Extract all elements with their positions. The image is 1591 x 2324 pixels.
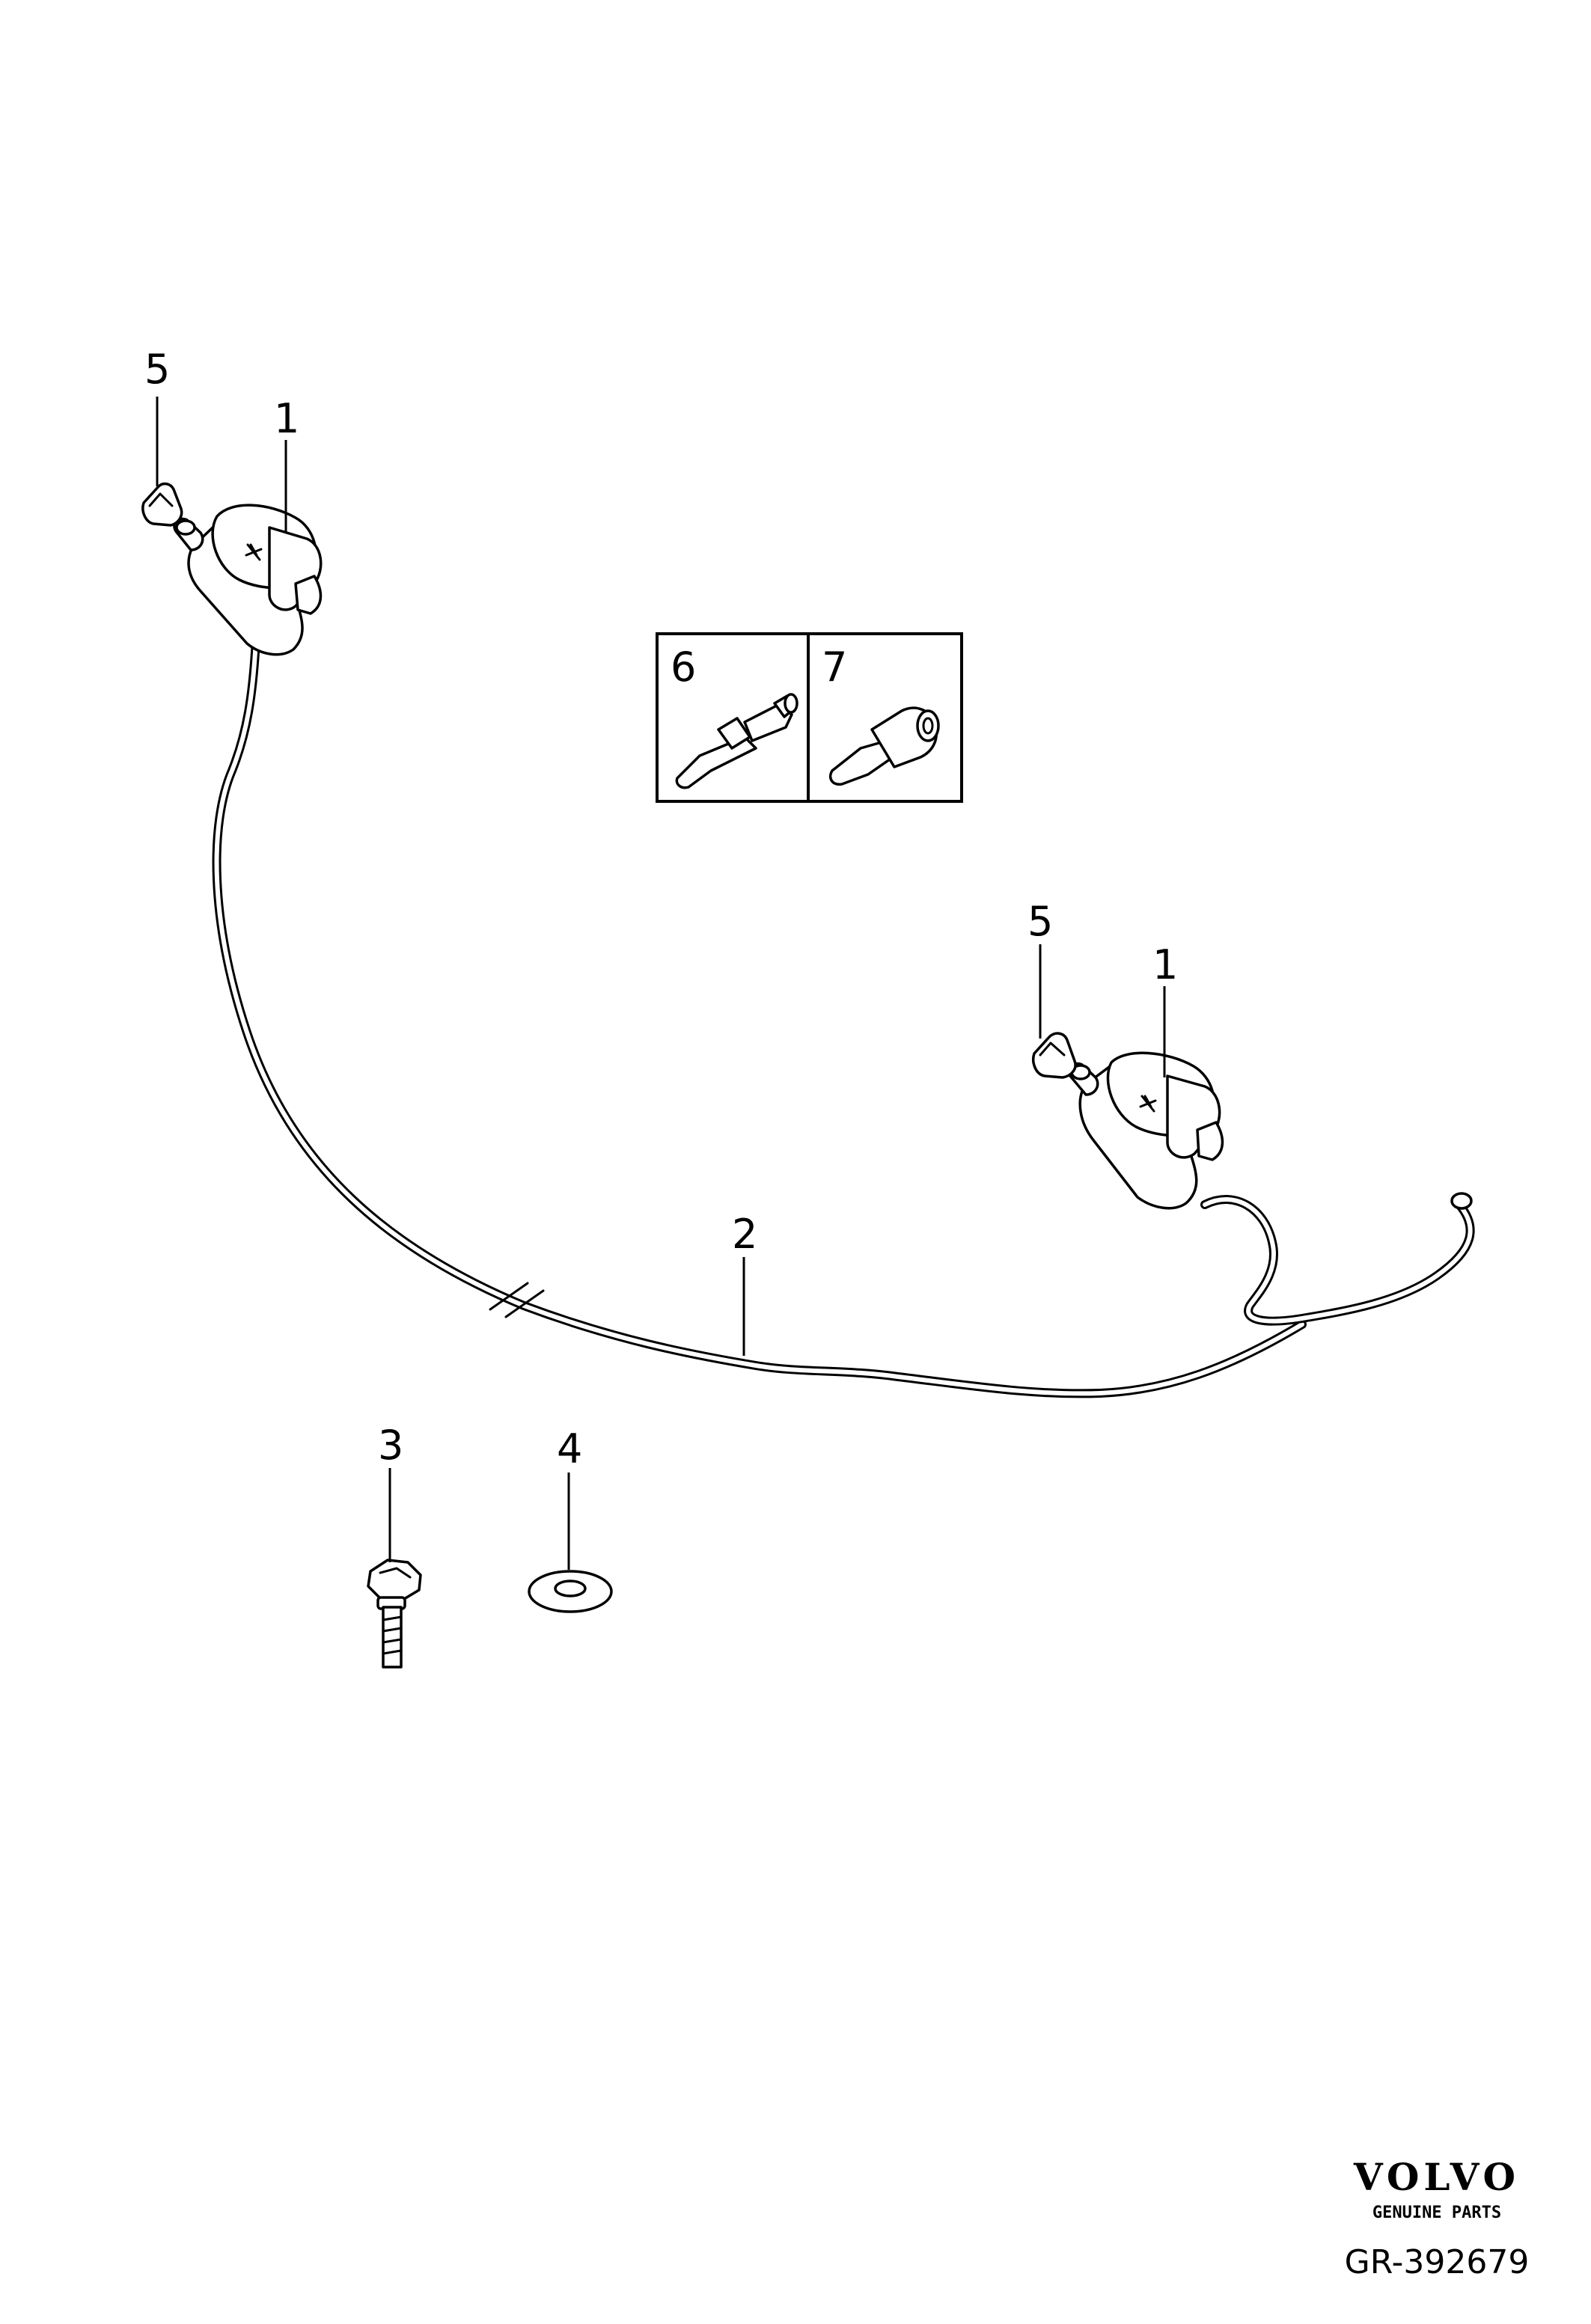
right-washer-nozzle [1067,1051,1224,1210]
flat-washer [528,1570,613,1613]
drawing-reference: GR-392679 [1344,2243,1530,2281]
connector-inset [656,632,963,803]
callout-2: 2 [732,1211,757,1258]
callout-5-left: 5 [144,346,170,393]
callout-5-right: 5 [1027,898,1053,945]
bolt [367,1559,422,1669]
callout-1-right: 1 [1152,941,1178,988]
callout-7: 7 [822,643,847,691]
reducer-connector [828,706,940,786]
volvo-logo: VOLVO [1353,2155,1521,2199]
genuine-parts-tagline: GENUINE PARTS [1372,2204,1502,2222]
callout-1-left: 1 [274,395,299,442]
left-washer-nozzle [173,504,323,656]
washer-hose [212,635,1475,1398]
callout-4: 4 [557,1425,582,1473]
callout-6: 6 [671,643,696,691]
straight-connector [675,693,798,789]
callout-3: 3 [378,1422,403,1469]
right-nozzle-cap [1032,1032,1077,1079]
left-nozzle-cap [141,482,183,527]
leader-lines [156,397,1166,1570]
